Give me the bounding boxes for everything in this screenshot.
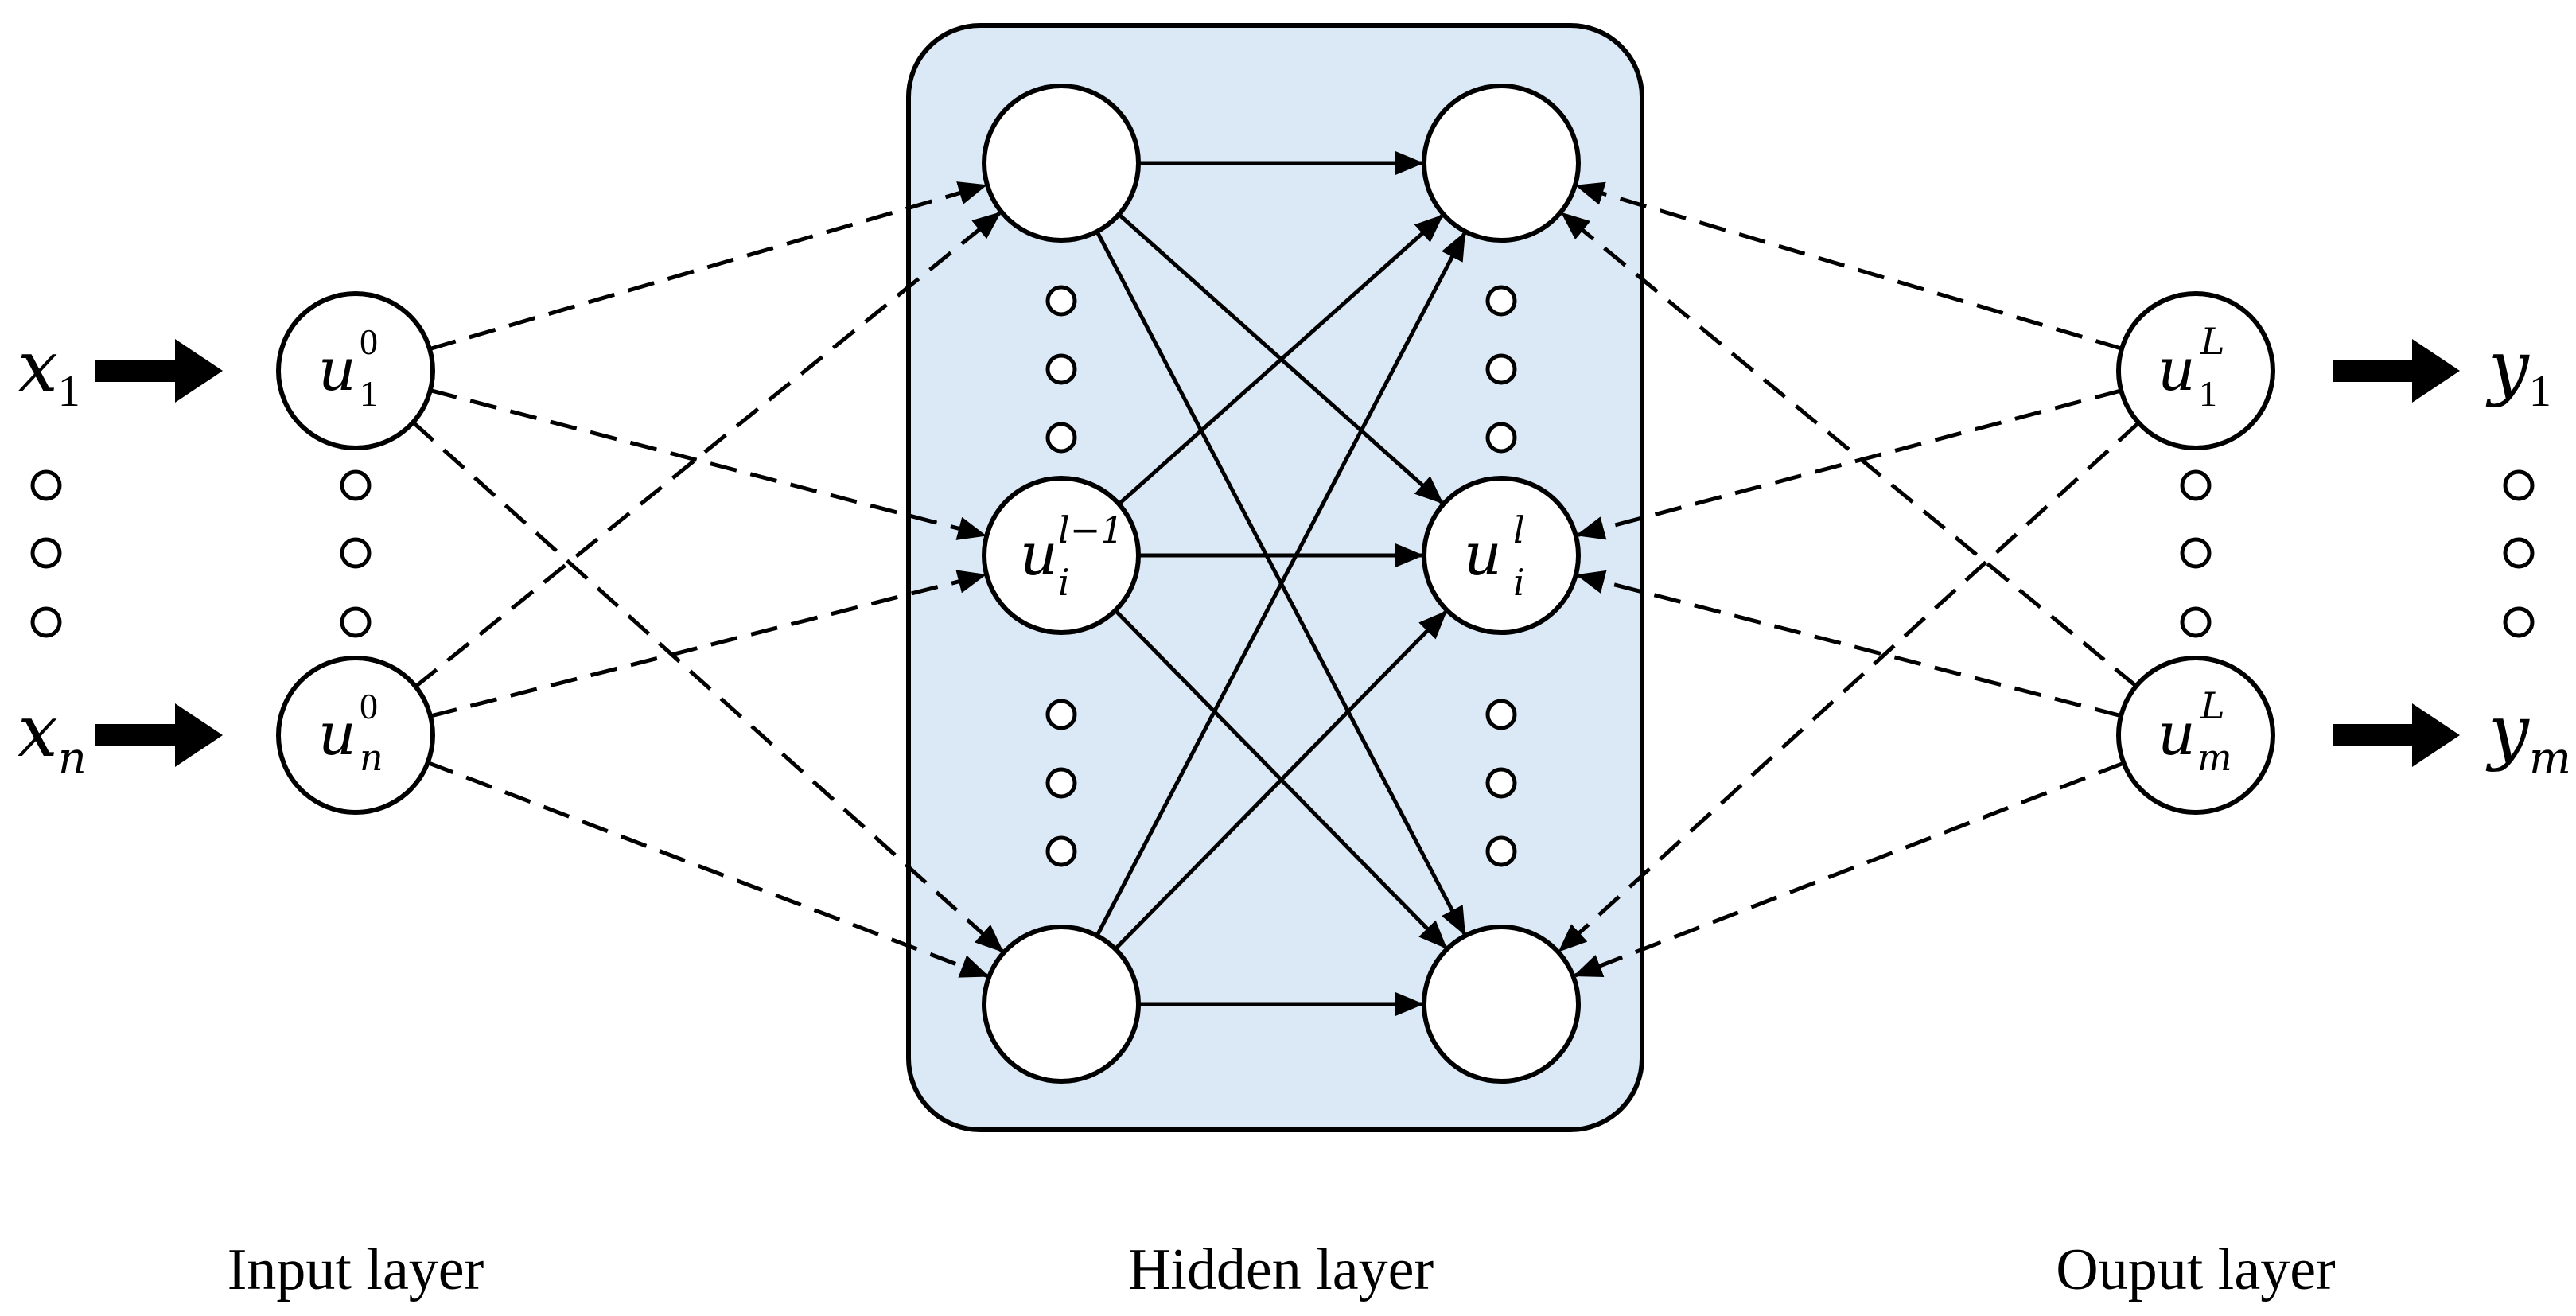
output-neuron-1-sup: L xyxy=(2200,320,2225,363)
dashed-connection xyxy=(414,212,1002,688)
dashed-connection xyxy=(1560,212,2138,688)
hidden-left-neuron-sub: i xyxy=(1058,561,1070,604)
input-arrow-icon xyxy=(95,339,223,403)
hidden-left-neuron-label: u xyxy=(1020,520,1058,589)
output-neuron xyxy=(2116,656,2275,815)
dashed-connection xyxy=(429,181,987,352)
hidden-right-neuron-sub: i xyxy=(1513,561,1525,604)
input-neuron-1-sup: 0 xyxy=(360,321,378,362)
hidden-left-neurons xyxy=(982,84,1141,1084)
output-layer-label: Ouput layer xyxy=(2056,1237,2335,1302)
output-neuron-1-label: u xyxy=(2158,336,2196,404)
input-neuron-n-sup: 0 xyxy=(360,686,378,726)
hidden-neuron-mid xyxy=(1422,476,1581,635)
hidden-neuron-bottom xyxy=(1422,925,1581,1084)
ellipsis-dot-icon xyxy=(30,606,62,638)
ellipsis-dot-icon xyxy=(30,537,62,569)
input-neuron-n-label: u xyxy=(318,700,356,769)
solid-connection xyxy=(1095,231,1466,937)
dashed-connection xyxy=(1558,421,2141,952)
solid-connection xyxy=(1114,610,1448,951)
ellipsis-dot-icon xyxy=(1045,422,1077,454)
ellipsis-dot-icon xyxy=(2180,469,2212,501)
hidden-neuron-bottom xyxy=(982,925,1141,1084)
ellipsis-dot-icon xyxy=(1045,699,1077,730)
output-y1-label: y1 xyxy=(2485,325,2551,416)
output-neuron-m-sup: L xyxy=(2200,684,2225,727)
ellipsis-dot-icon xyxy=(1485,767,1517,799)
input-layer-neurons xyxy=(276,291,435,815)
dashed-connection xyxy=(1574,181,2123,351)
hidden-layer-label: Hidden layer xyxy=(1128,1237,1434,1302)
hidden-right-neuron-label: u xyxy=(1464,520,1502,589)
dashed-connection xyxy=(430,570,987,718)
output-neuron-m-sub: m xyxy=(2197,736,2232,779)
hidden-right-neurons xyxy=(1422,84,1581,1084)
dashed-connection xyxy=(1575,388,2122,540)
ellipsis-dot-icon xyxy=(30,469,62,501)
ellipsis-dot-icon xyxy=(1045,353,1077,385)
ellipsis-dot-icon xyxy=(2180,606,2212,638)
ellipsis-dot-icon xyxy=(1485,699,1517,730)
dashed-connection xyxy=(430,388,987,540)
dashed-connection xyxy=(1573,761,2125,978)
ellipsis-dot-icon xyxy=(1485,835,1517,867)
input-neuron-1-sub: 1 xyxy=(360,373,378,414)
hidden-neuron-top xyxy=(982,84,1141,243)
input-x1-label: x1 xyxy=(18,325,80,416)
input-layer-label: Input layer xyxy=(228,1237,484,1302)
output-ym-label: ym xyxy=(2485,690,2571,785)
ellipsis-dot-icon xyxy=(2503,606,2535,638)
ellipsis-dot-icon xyxy=(2503,537,2535,569)
hidden-layer-block xyxy=(906,23,1644,1132)
ellipsis-dot-icon xyxy=(1045,835,1077,867)
ellipsis-dot-icon xyxy=(1045,767,1077,799)
output-neuron-m-label: u xyxy=(2158,700,2196,769)
output-arrow-icon xyxy=(2333,339,2460,403)
input-neuron xyxy=(276,291,435,450)
input-neuron-n-sub: n xyxy=(360,736,383,779)
hidden-neuron-mid xyxy=(982,476,1141,635)
dashed-connection xyxy=(1575,570,2122,718)
ellipsis-dot-icon xyxy=(1485,422,1517,454)
input-arrows xyxy=(95,339,223,767)
output-neuron xyxy=(2116,291,2275,450)
connections xyxy=(411,151,2141,1016)
ellipsis-dot-icon xyxy=(1485,353,1517,385)
hidden-right-neuron-sup: l xyxy=(1513,508,1525,551)
input-neuron-1-label: u xyxy=(318,336,356,404)
input-neuron xyxy=(276,656,435,815)
output-arrows xyxy=(2333,339,2460,767)
input-arrow-icon xyxy=(95,703,223,767)
output-neuron-1-sub: 1 xyxy=(2199,373,2217,414)
output-arrow-icon xyxy=(2333,703,2460,767)
solid-connection xyxy=(1117,214,1444,506)
vertical-dots-icons xyxy=(30,285,2535,867)
hidden-left-neuron-sup: l−1 xyxy=(1058,508,1124,551)
ellipsis-dot-icon xyxy=(1045,285,1077,317)
ellipsis-dot-icon xyxy=(340,469,372,501)
ellipsis-dot-icon xyxy=(1485,285,1517,317)
output-layer-neurons xyxy=(2116,291,2275,815)
input-xn-label: xn xyxy=(18,690,87,785)
ellipsis-dot-icon xyxy=(340,537,372,569)
ellipsis-dot-icon xyxy=(340,606,372,638)
dashed-connection xyxy=(426,761,990,978)
ellipsis-dot-icon xyxy=(2503,469,2535,501)
ellipsis-dot-icon xyxy=(2180,537,2212,569)
hidden-neuron-top xyxy=(1422,84,1581,243)
dashed-connection xyxy=(411,420,1004,953)
